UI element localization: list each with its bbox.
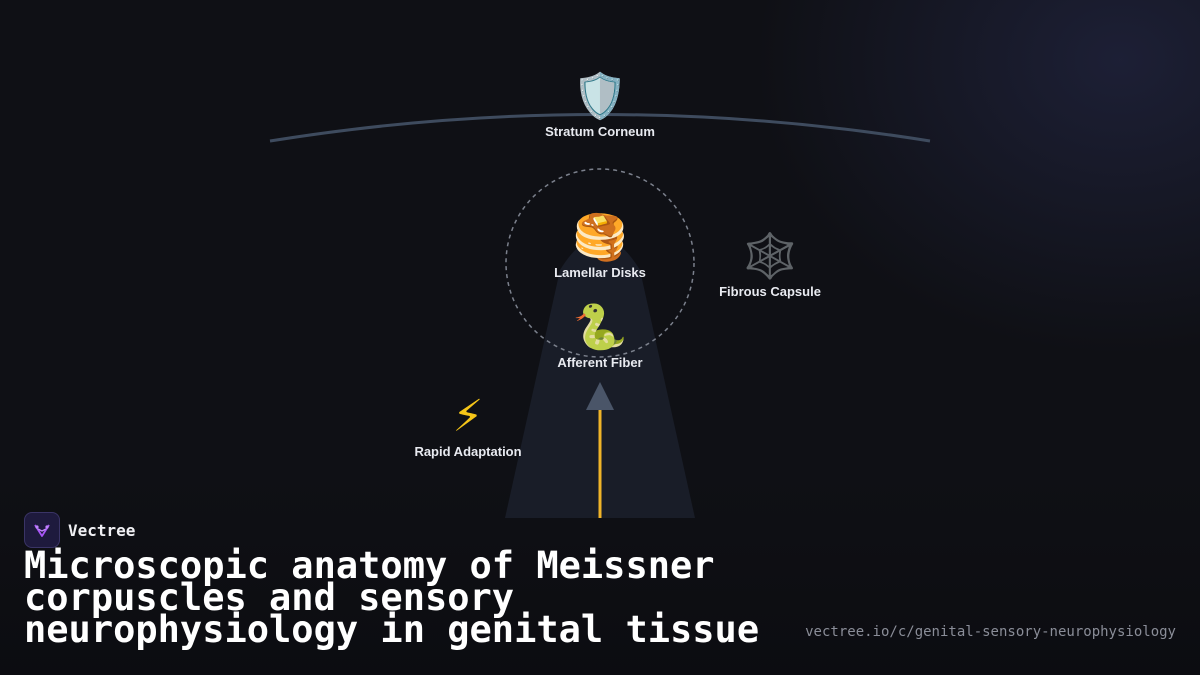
rapid-adaptation-label: Rapid Adaptation <box>414 444 522 459</box>
vectree-logo-icon <box>24 512 60 548</box>
skin-surface-curve <box>269 113 931 143</box>
node-fibrous-capsule: 🕸️ Fibrous Capsule <box>719 231 821 300</box>
page-title: Microscopic anatomy of Meissner corpuscl… <box>24 544 760 651</box>
node-rapid-adaptation: ⚡ Rapid Adaptation <box>414 391 522 460</box>
spider-web-icon: 🕸️ <box>742 231 798 282</box>
dermal-cone <box>505 237 695 518</box>
lamellar-disks-label: Lamellar Disks <box>554 265 646 280</box>
arrow-head <box>586 382 614 410</box>
pancakes-icon: 🥞 <box>572 212 628 263</box>
node-afferent-fiber: 🐍 Afferent Fiber <box>557 302 643 371</box>
stratum-corneum-label: Stratum Corneum <box>545 124 655 139</box>
fibrous-capsule-label: Fibrous Capsule <box>719 284 821 299</box>
node-stratum-corneum: 🛡️ Stratum Corneum <box>545 71 655 140</box>
lightning-icon: ⚡ <box>452 391 484 442</box>
snake-icon: 🐍 <box>572 302 628 353</box>
corpuscle-boundary-circle <box>505 168 695 358</box>
brand-name: Vectree <box>68 520 136 540</box>
source-url[interactable]: vectree.io/c/genital-sensory-neurophysio… <box>805 624 1176 640</box>
afferent-fiber-label: Afferent Fiber <box>557 355 643 370</box>
node-lamellar-disks: 🥞 Lamellar Disks <box>554 212 646 281</box>
shield-icon: 🛡️ <box>572 71 628 122</box>
brand: Vectree <box>24 512 135 548</box>
